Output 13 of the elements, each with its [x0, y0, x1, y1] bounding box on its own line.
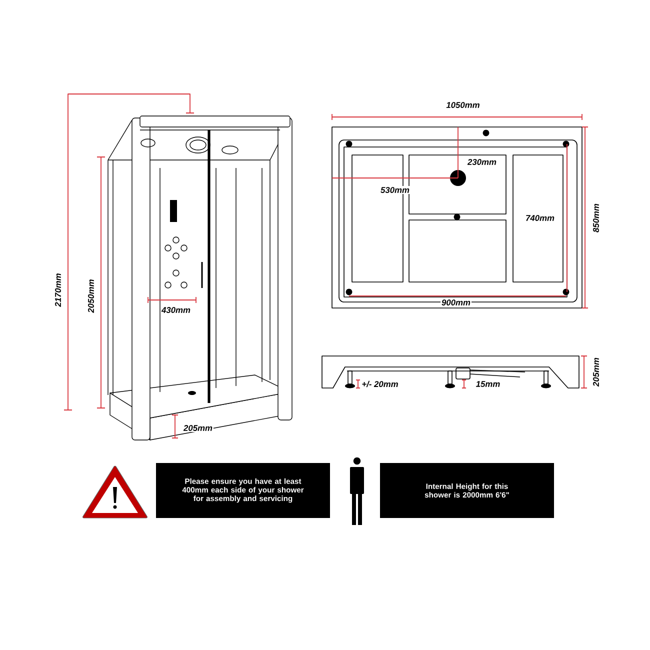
dimension-label: 2170mm — [54, 272, 62, 308]
dimension-label: 740mm — [524, 214, 556, 222]
dimension-label: 850mm — [592, 202, 600, 234]
dimension-label: 2050mm — [87, 278, 95, 314]
dimension-label: 15mm — [474, 380, 502, 388]
dimension-label: 1050mm — [445, 101, 481, 109]
dimension-label: 900mm — [440, 298, 472, 306]
dimension-label: 430mm — [160, 306, 192, 314]
dimension-label: 205mm — [182, 424, 214, 432]
dimension-label: +/- 20mm — [360, 380, 400, 388]
dimension-label: 205mm — [592, 356, 600, 388]
dimension-label: 530mm — [380, 186, 410, 194]
dimension-label: 230mm — [466, 158, 498, 166]
